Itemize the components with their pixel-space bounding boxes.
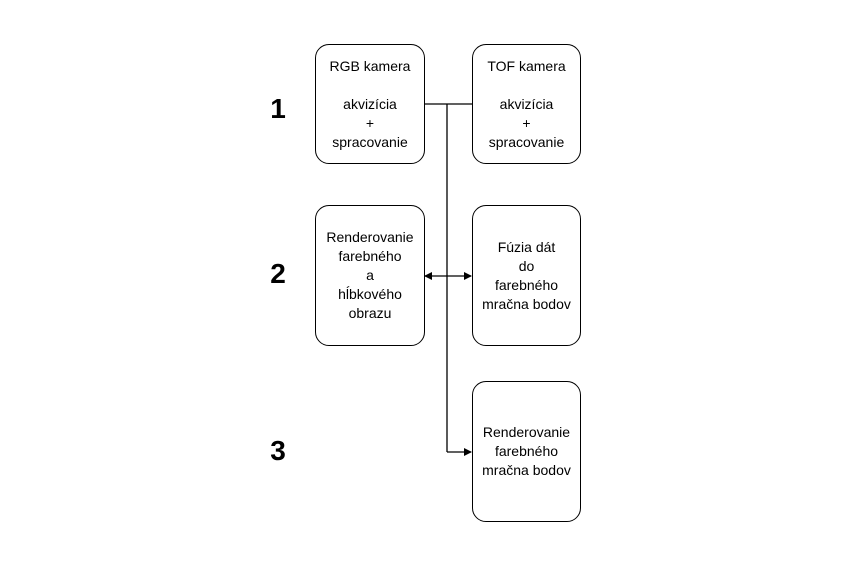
- render-image-box: Renderovanie farebného a hĺbkového obraz…: [315, 205, 425, 346]
- box-text-line: +: [522, 114, 531, 131]
- stage-number-2: 2: [270, 258, 286, 289]
- box-text-line: akvizícia: [499, 95, 554, 112]
- box-text-line: Fúzia dát: [497, 238, 556, 255]
- box-text-line: akvizícia: [343, 95, 397, 112]
- box-text-line: mračna bodov: [482, 462, 571, 478]
- box-text-line: farebného: [338, 248, 402, 264]
- rgb-camera-box: RGB kamera akvizícia + spracovanie: [315, 44, 425, 164]
- box-text-line: do: [518, 257, 535, 274]
- stage-number-3: 3: [270, 435, 286, 466]
- tof-camera-box: TOF kamera akvizícia + spracovanie: [472, 44, 581, 164]
- box-text-line: spracovanie: [488, 133, 565, 150]
- box-text-line: TOF kamera: [487, 57, 566, 74]
- box-text-line: mračna bodov: [482, 295, 571, 312]
- box-text-line: a: [366, 267, 374, 283]
- box-text-line: farebného: [494, 443, 559, 459]
- box-text-line: farebného: [494, 276, 559, 293]
- box-text-line: Renderovanie: [326, 229, 414, 245]
- box-text-line: +: [365, 114, 375, 131]
- box-text-line: obrazu: [348, 305, 392, 321]
- box-text-line: RGB kamera: [329, 57, 411, 74]
- box-text-line: hĺbkového: [338, 286, 402, 302]
- render-cloud-box: Renderovanie farebného mračna bodov: [472, 381, 581, 522]
- box-text-line: spracovanie: [332, 133, 408, 150]
- stage-number-1: 1: [270, 93, 286, 124]
- box-text-line: Renderovanie: [482, 424, 571, 440]
- fusion-box: Fúzia dát do farebného mračna bodov: [472, 205, 581, 346]
